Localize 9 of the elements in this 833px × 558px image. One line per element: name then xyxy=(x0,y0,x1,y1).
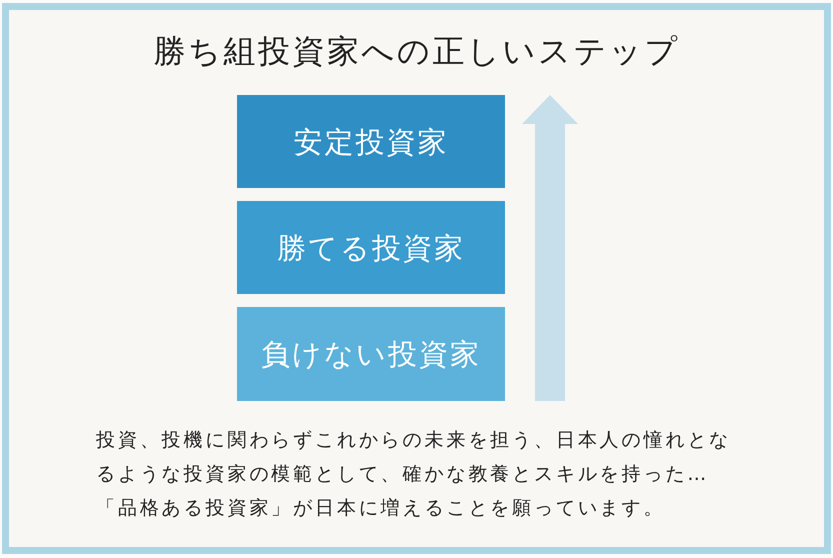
step-box xyxy=(237,307,505,401)
description-text: 投資、投機に関わらずこれからの未来を担う、日本人の憧れとなるような投資家の模範として、確かな教養とスキルを持った… xyxy=(96,428,732,487)
step-box xyxy=(237,95,505,188)
step-box xyxy=(237,201,505,294)
step-label: 勝てる投資家 xyxy=(277,230,465,266)
diagram-title: 勝ち組投資家への正しいステップ xyxy=(152,31,681,71)
description-text: 「品格ある投資家」が日本に増えることを願っています。 xyxy=(96,496,666,521)
step-label: 負けない投資家 xyxy=(261,336,481,372)
step-label: 安定投資家 xyxy=(294,124,448,160)
